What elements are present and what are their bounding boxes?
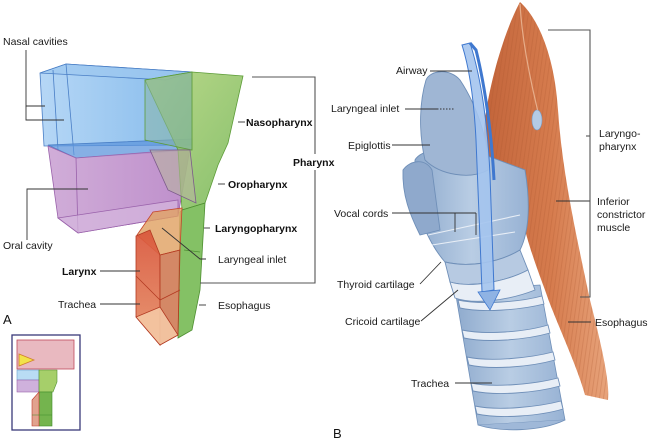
panel-a-leaders xyxy=(25,50,316,306)
label-cricoid-cartilage: Cricoid cartilage xyxy=(345,316,420,328)
label-oral-cavity: Oral cavity xyxy=(3,240,53,252)
label-pharynx: Pharynx xyxy=(293,157,335,169)
label-esophagus-a: Esophagus xyxy=(218,300,271,312)
label-inferior-constrictor-line3: muscle xyxy=(597,222,630,234)
inset-eye-icon xyxy=(18,353,36,367)
label-inferior-constrictor-line2: constrictor xyxy=(597,209,646,221)
larynx-trachea-block xyxy=(135,207,183,347)
label-trachea-a: Trachea xyxy=(58,299,96,311)
label-nasal-cavities: Nasal cavities xyxy=(3,36,68,48)
label-laryngeal-inlet-b: Laryngeal inlet xyxy=(331,103,399,115)
label-oropharynx: Oropharynx xyxy=(228,179,288,191)
pharynx-block xyxy=(144,71,244,339)
label-larynx: Larynx xyxy=(62,266,97,278)
label-thyroid-cartilage: Thyroid cartilage xyxy=(337,279,415,291)
label-esophagus-b: Esophagus xyxy=(595,317,648,329)
label-trachea-b: Trachea xyxy=(411,378,449,390)
label-inferior-constrictor-line1: Inferior xyxy=(597,196,630,208)
airway-arrow-icon xyxy=(477,289,501,311)
label-laryngopharynx: Laryngopharynx xyxy=(215,223,297,235)
panel-b: Airway Laryngeal inlet Epiglottis Vocal … xyxy=(331,2,648,441)
panel-a: Nasal cavities Oral cavity Nasopharynx O… xyxy=(3,36,335,431)
constrictor-muscle xyxy=(484,2,609,400)
label-vocal-cords: Vocal cords xyxy=(334,208,388,220)
label-laryngopharynx-b-line2: pharynx xyxy=(599,141,637,153)
inset-head xyxy=(16,339,75,370)
label-epiglottis: Epiglottis xyxy=(348,140,391,152)
panel-b-leaders xyxy=(392,29,591,384)
panel-label-b: B xyxy=(333,426,342,441)
label-airway: Airway xyxy=(396,65,428,77)
label-nasopharynx: Nasopharynx xyxy=(246,117,313,129)
airway-strip xyxy=(461,42,501,311)
trachea-structure xyxy=(454,284,566,431)
panel-label-a: A xyxy=(3,312,12,327)
label-laryngopharynx-b-line1: Laryngo- xyxy=(599,128,641,140)
larynx-structure xyxy=(402,71,536,302)
orientation-inset xyxy=(11,334,81,431)
label-laryngeal-inlet-a: Laryngeal inlet xyxy=(218,254,286,266)
